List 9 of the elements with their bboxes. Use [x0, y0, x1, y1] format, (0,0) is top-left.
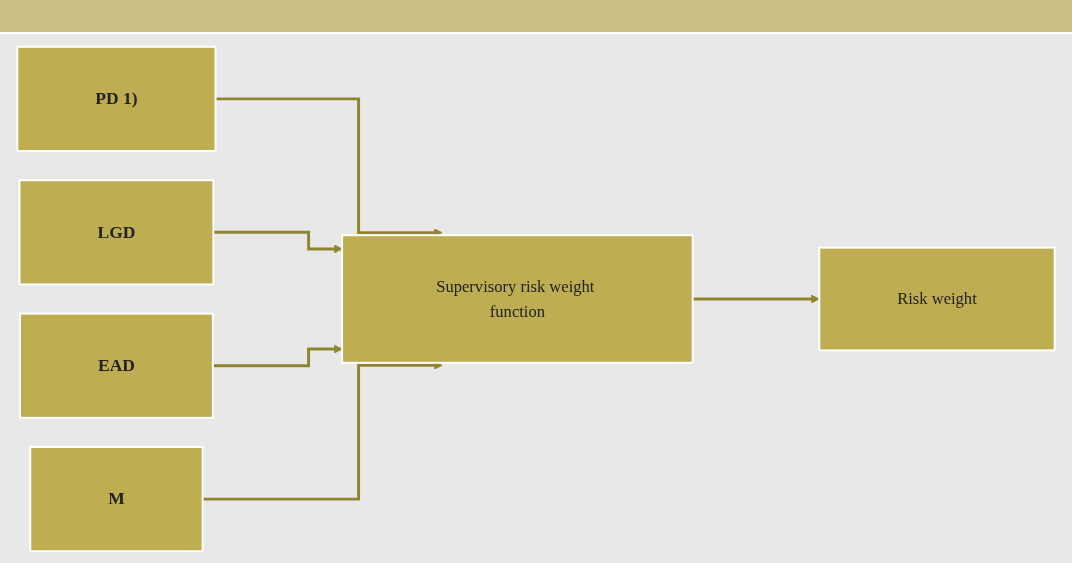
node-box: PD 1) — [16, 45, 217, 152]
arrow — [212, 344, 343, 367]
node-box: M — [29, 445, 204, 552]
node-box: LGD — [18, 178, 215, 285]
node-box: Risk weight — [818, 246, 1056, 351]
arrow — [692, 294, 820, 303]
node-box: EAD — [19, 312, 214, 419]
node-box: Supervisory risk weight function — [341, 233, 694, 364]
arrow — [213, 230, 343, 253]
